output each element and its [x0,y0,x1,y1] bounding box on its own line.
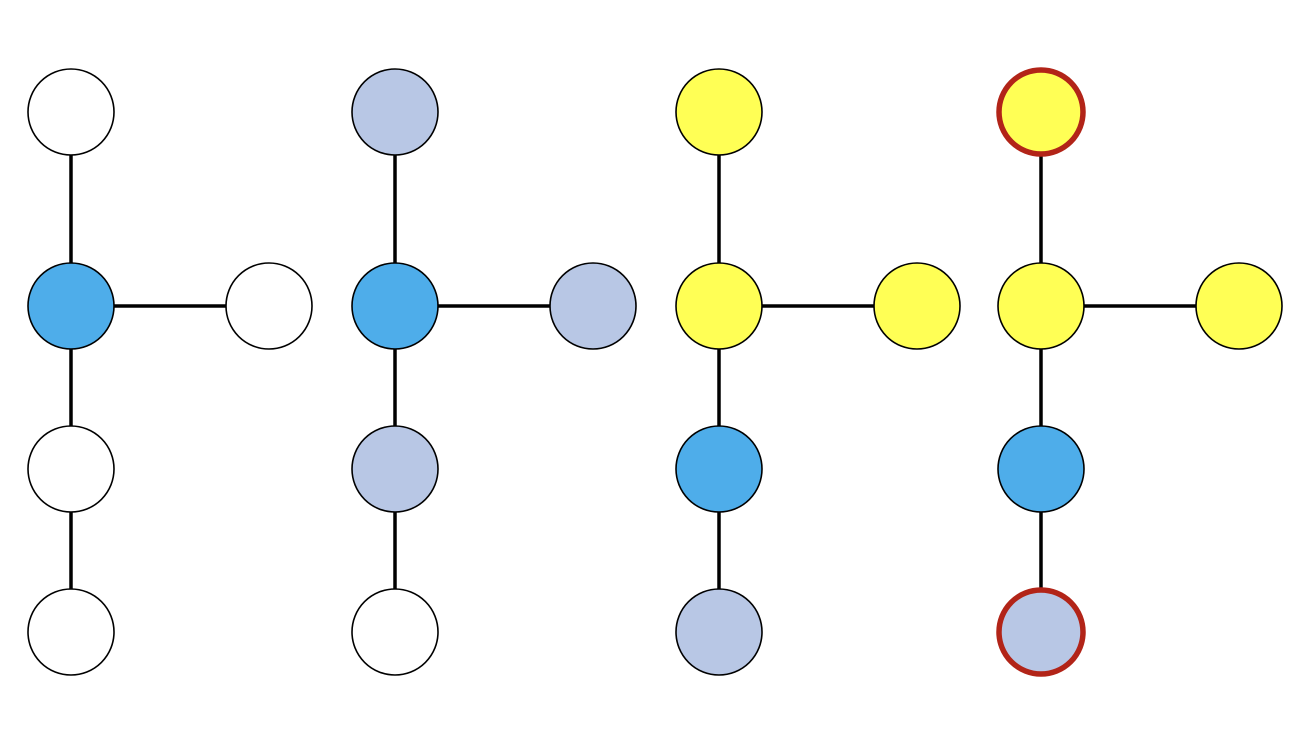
node-center [997,262,1085,350]
node-top [351,68,439,156]
node-right [549,262,637,350]
node-bottom-highlighted [996,587,1086,677]
node-center [675,262,763,350]
panel-1 [27,68,313,676]
node-right [873,262,961,350]
panel-3 [675,68,961,676]
node-top [675,68,763,156]
node-right [1195,262,1283,350]
node-bottom [351,588,439,676]
node-lower [997,425,1085,513]
node-top [27,68,115,156]
node-bottom [675,588,763,676]
node-center [351,262,439,350]
node-center [27,262,115,350]
panel-2 [351,68,637,676]
node-bottom [27,588,115,676]
node-lower [675,425,763,513]
node-lower [27,425,115,513]
panel-4 [996,67,1283,677]
node-lower [351,425,439,513]
node-right [225,262,313,350]
node-top-highlighted [996,67,1086,157]
